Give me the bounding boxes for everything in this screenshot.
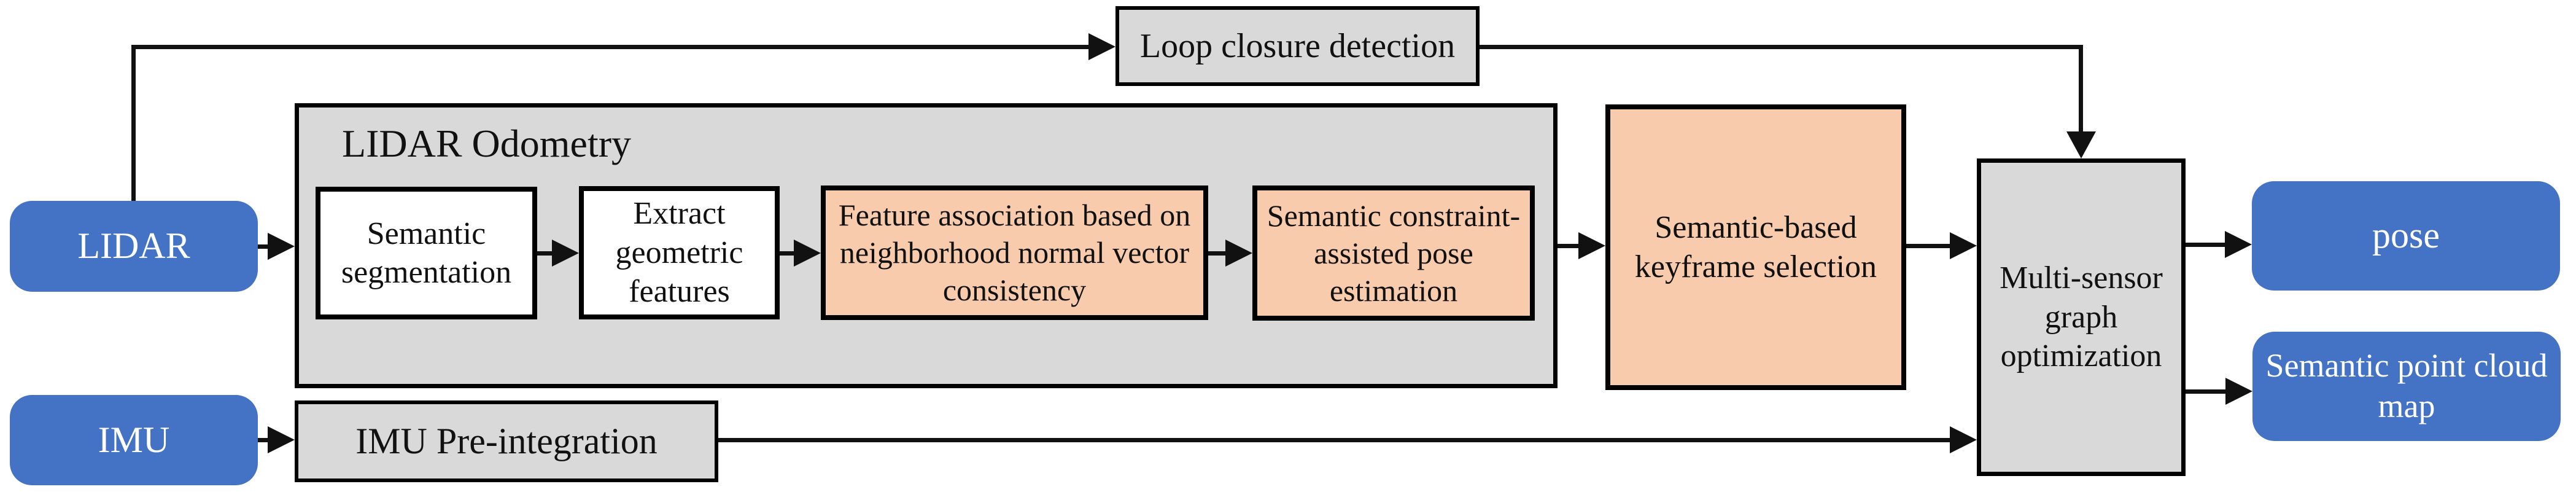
connector-keyframe-multi [1906,244,1952,248]
pose-output-label: pose [2372,215,2440,256]
connector-lidar-to-loop [131,45,1088,49]
arrowhead-into-multi-left [1950,232,1977,259]
semantic-map-output-node: Semantic point cloud map [2252,332,2561,441]
extract-geometric-features-label: Extract geometric features [615,196,743,310]
keyframe-selection-node: Semantic-based keyframe selection [1605,104,1906,390]
loop-closure-label: Loop closure detection [1139,26,1456,65]
connector-assoc-poseest [1208,251,1228,256]
semantic-segmentation-label: Semantic segmentation [341,216,512,290]
connector-lidar-odometry [258,244,270,249]
connector-extract-assoc [780,251,797,256]
imu-preintegration-label: IMU Pre-integration [355,420,658,461]
pose-estimation-label: Semantic constraint-assisted pose estima… [1267,198,1521,308]
connector-lidar-up [131,47,136,201]
graph-optimization-label: Multi-sensor graph optimization [2000,260,2163,374]
arrowhead-into-extract [552,240,579,267]
connector-imu-preint [258,438,270,442]
arrowhead-into-pose [2225,231,2252,258]
pose-estimation-node: Semantic constraint-assisted pose estima… [1252,186,1535,321]
connector-seg-extract [537,251,554,256]
connector-loop-down [2079,45,2083,131]
imu-label: IMU [98,419,170,460]
arrowhead-into-preint [268,426,295,453]
arrowhead-into-assoc [794,240,821,267]
arrowhead-into-odometry [268,233,295,260]
arrowhead-into-loop [1088,33,1115,60]
lidar-odometry-title: LIDAR Odometry [342,122,632,165]
pose-output-node: pose [2252,181,2560,291]
semantic-map-output-label: Semantic point cloud map [2265,347,2548,424]
connector-preint-multi [718,438,1952,442]
feature-association-label: Feature association based on neighborhoo… [838,198,1191,307]
connector-loop-right [1480,45,2083,49]
graph-optimization-node: Multi-sensor graph optimization [1977,158,2186,476]
keyframe-selection-label: Semantic-based keyframe selection [1634,210,1877,284]
semantic-segmentation-node: Semantic segmentation [316,187,537,319]
arrowhead-into-poseest [1225,240,1252,267]
arrowhead-into-map [2225,378,2252,405]
lidar-input-node: LIDAR [10,201,258,292]
connector-multi-pose [2186,243,2227,247]
loop-closure-detection-node: Loop closure detection [1115,6,1480,86]
arrowhead-into-multi-bottom [1950,426,1977,453]
lidar-label: LIDAR [77,225,190,267]
imu-input-node: IMU [10,395,258,485]
connector-multi-map [2186,389,2228,394]
connector-odometry-keyframe [1558,244,1581,248]
imu-preintegration-node: IMU Pre-integration [295,400,718,482]
feature-association-node: Feature association based on neighborhoo… [821,186,1208,320]
arrowhead-into-multi-top [2066,131,2096,158]
arrowhead-into-keyframe [1578,232,1605,259]
extract-geometric-features-node: Extract geometric features [579,186,780,319]
